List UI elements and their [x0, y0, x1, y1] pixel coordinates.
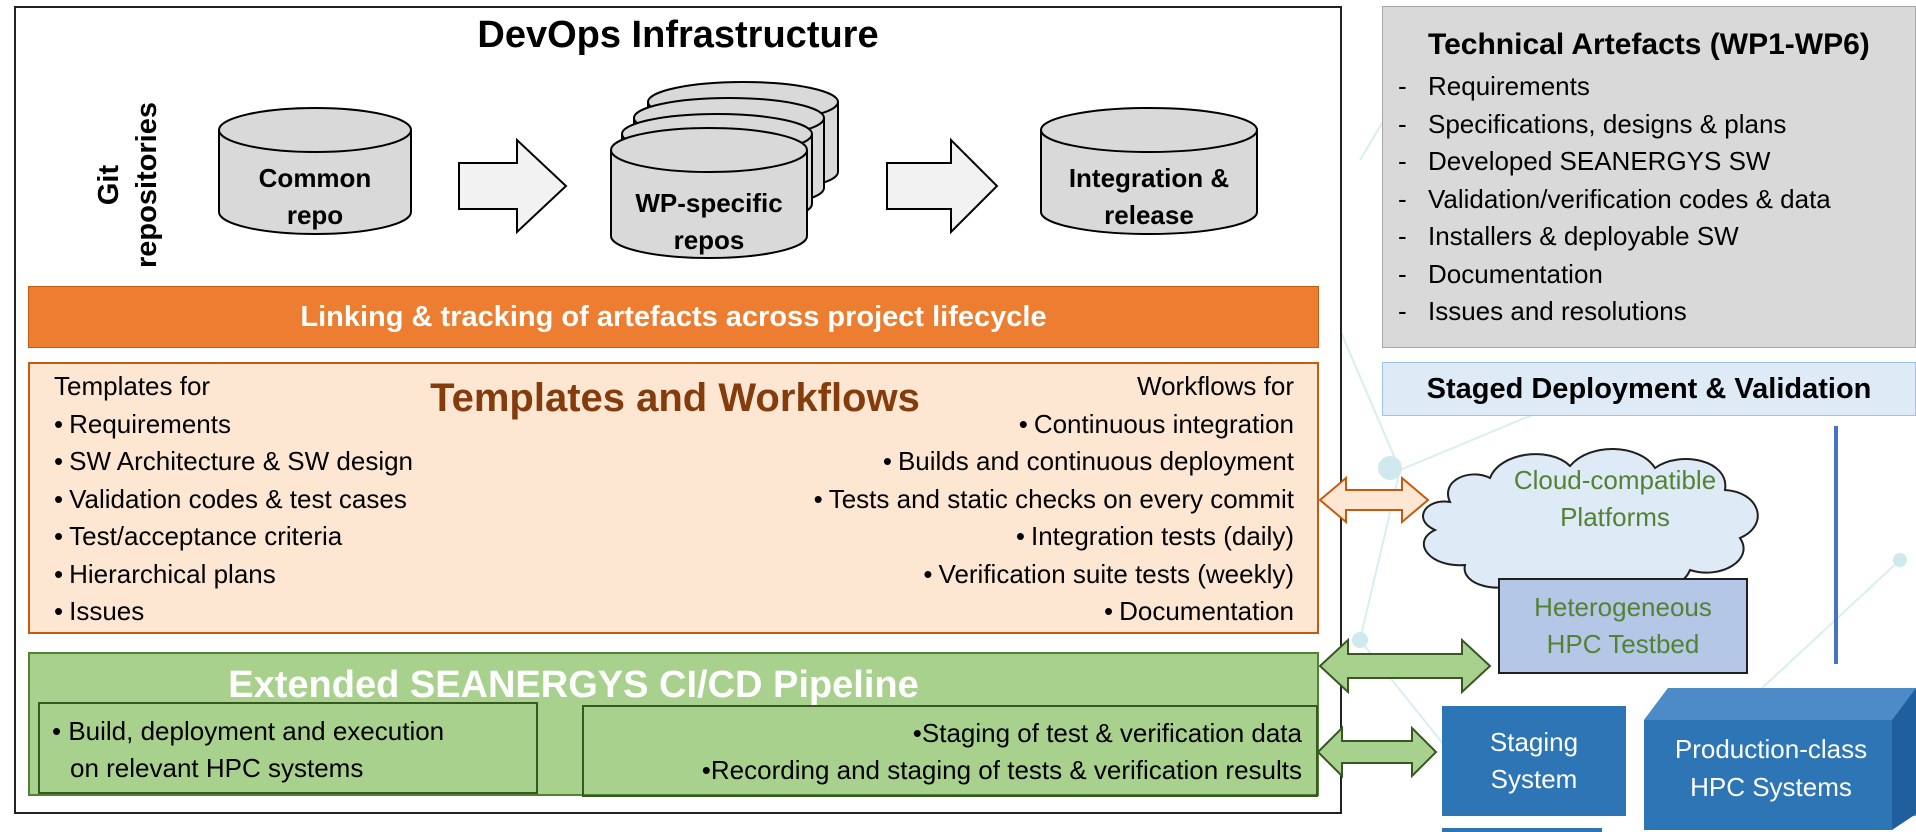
arrow-wp-to-integration: [886, 137, 999, 235]
list-item: Hierarchical plans: [54, 556, 413, 594]
templates-heading: Templates for: [54, 371, 211, 401]
orange-double-arrow: [1318, 475, 1430, 525]
cloud-line2: Platforms: [1560, 502, 1670, 532]
repositories-diagram: [218, 81, 1258, 259]
templates-list: Templates for Requirements SW Architectu…: [54, 368, 413, 631]
list-item: Documentation: [1428, 258, 1603, 289]
technical-artefacts-title: Technical Artefacts (WP1-WP6): [1428, 28, 1870, 61]
integration-release-label: Integration & release: [1041, 160, 1257, 234]
wp-repos-line2: repos: [673, 225, 745, 255]
devops-title: DevOps Infrastructure: [477, 14, 879, 56]
list-item: Requirements: [54, 406, 413, 444]
production-line2: HPC Systems: [1690, 772, 1852, 802]
list-item: Documentation: [814, 593, 1294, 631]
list-item: Specifications, designs & plans: [1428, 108, 1787, 139]
workflows-heading: Workflows for: [1137, 371, 1294, 401]
bottom-strip: [1442, 828, 1602, 832]
testbed-line2: HPC Testbed: [1546, 629, 1700, 659]
common-repo-line2: repo: [286, 200, 344, 230]
list-item: Test/acceptance criteria: [54, 518, 413, 556]
cicd-right-box: [582, 705, 1318, 797]
testbed-line1: Heterogeneous: [1534, 592, 1712, 622]
production-hpc-label: Production-class HPC Systems: [1644, 730, 1898, 806]
workflows-list: Workflows for Continuous integration Bui…: [814, 368, 1294, 631]
technical-artefacts-panel: [1382, 6, 1916, 348]
common-repo-label: Common repo: [219, 160, 411, 234]
staging-line2: System: [1490, 764, 1578, 794]
green-double-arrow-testbed: [1318, 637, 1492, 695]
cicd-right-item1: Staging of test & verification data: [921, 718, 1302, 748]
cloud-shape: [1422, 448, 1759, 597]
linking-tracking-band: Linking & tracking of artefacts across p…: [28, 286, 1319, 348]
list-item: Validation/verification codes & data: [1428, 183, 1831, 214]
staged-deployment-title: Staged Deployment & Validation: [1382, 362, 1916, 416]
integration-line2: release: [1104, 200, 1194, 230]
technical-artefacts-list: -Requirements -Specifications, designs &…: [1398, 68, 1831, 331]
arrow-common-to-wp: [458, 137, 568, 235]
cicd-left-box: [38, 702, 538, 794]
list-item: Integration tests (daily): [814, 518, 1294, 556]
list-item: Continuous integration: [814, 406, 1294, 444]
list-item: SW Architecture & SW design: [54, 443, 413, 481]
cicd-right-text: •Staging of test & verification data •Re…: [702, 715, 1302, 789]
cloud-platforms-label: Cloud-compatible Platforms: [1440, 462, 1790, 536]
cicd-left-line2: on relevant HPC systems: [70, 753, 364, 783]
list-item: Developed SEANERGYS SW: [1428, 146, 1771, 176]
integration-line1: Integration &: [1068, 163, 1230, 193]
staging-system-box: Staging System: [1442, 706, 1626, 816]
production-line1: Production-class: [1674, 734, 1868, 764]
wp-repos-label: WP-specific repos: [611, 185, 807, 259]
hpc-testbed-box: Heterogeneous HPC Testbed: [1498, 578, 1748, 674]
cicd-left-line1: Build, deployment and execution: [68, 716, 445, 746]
cloud-line1: Cloud-compatible: [1513, 465, 1717, 495]
deployment-shapes: [1316, 448, 1916, 830]
list-item: Requirements: [1428, 71, 1590, 101]
bullet: •: [52, 716, 69, 746]
list-item: Validation codes & test cases: [54, 481, 413, 519]
cicd-left-text: • Build, deployment and execution on rel…: [52, 713, 444, 787]
vertical-connector-line: [1834, 426, 1838, 664]
green-double-arrow-staging: [1316, 725, 1438, 779]
bullet: •: [912, 718, 922, 748]
list-item: Issues and resolutions: [1428, 296, 1687, 326]
production-box: [1644, 688, 1916, 830]
cicd-pipeline-panel: [28, 652, 1319, 796]
staging-line1: Staging: [1489, 727, 1579, 757]
list-item: Tests and static checks on every commit: [814, 481, 1294, 519]
list-item: Issues: [54, 593, 413, 631]
common-repo-cylinder: [218, 107, 412, 235]
list-item: Builds and continuous deployment: [814, 443, 1294, 481]
cicd-right-item2: Recording and staging of tests & verific…: [710, 755, 1302, 785]
bullet: •: [701, 755, 711, 785]
wp-repos-line1: WP-specific: [635, 188, 783, 218]
cicd-pipeline-title: Extended SEANERGYS CI/CD Pipeline: [228, 664, 919, 706]
list-item: Installers & deployable SW: [1428, 221, 1739, 251]
integration-cylinder: [1040, 107, 1258, 235]
common-repo-line1: Common: [258, 163, 372, 193]
list-item: Verification suite tests (weekly): [814, 556, 1294, 594]
wp-repos-cylinders: [610, 81, 839, 259]
